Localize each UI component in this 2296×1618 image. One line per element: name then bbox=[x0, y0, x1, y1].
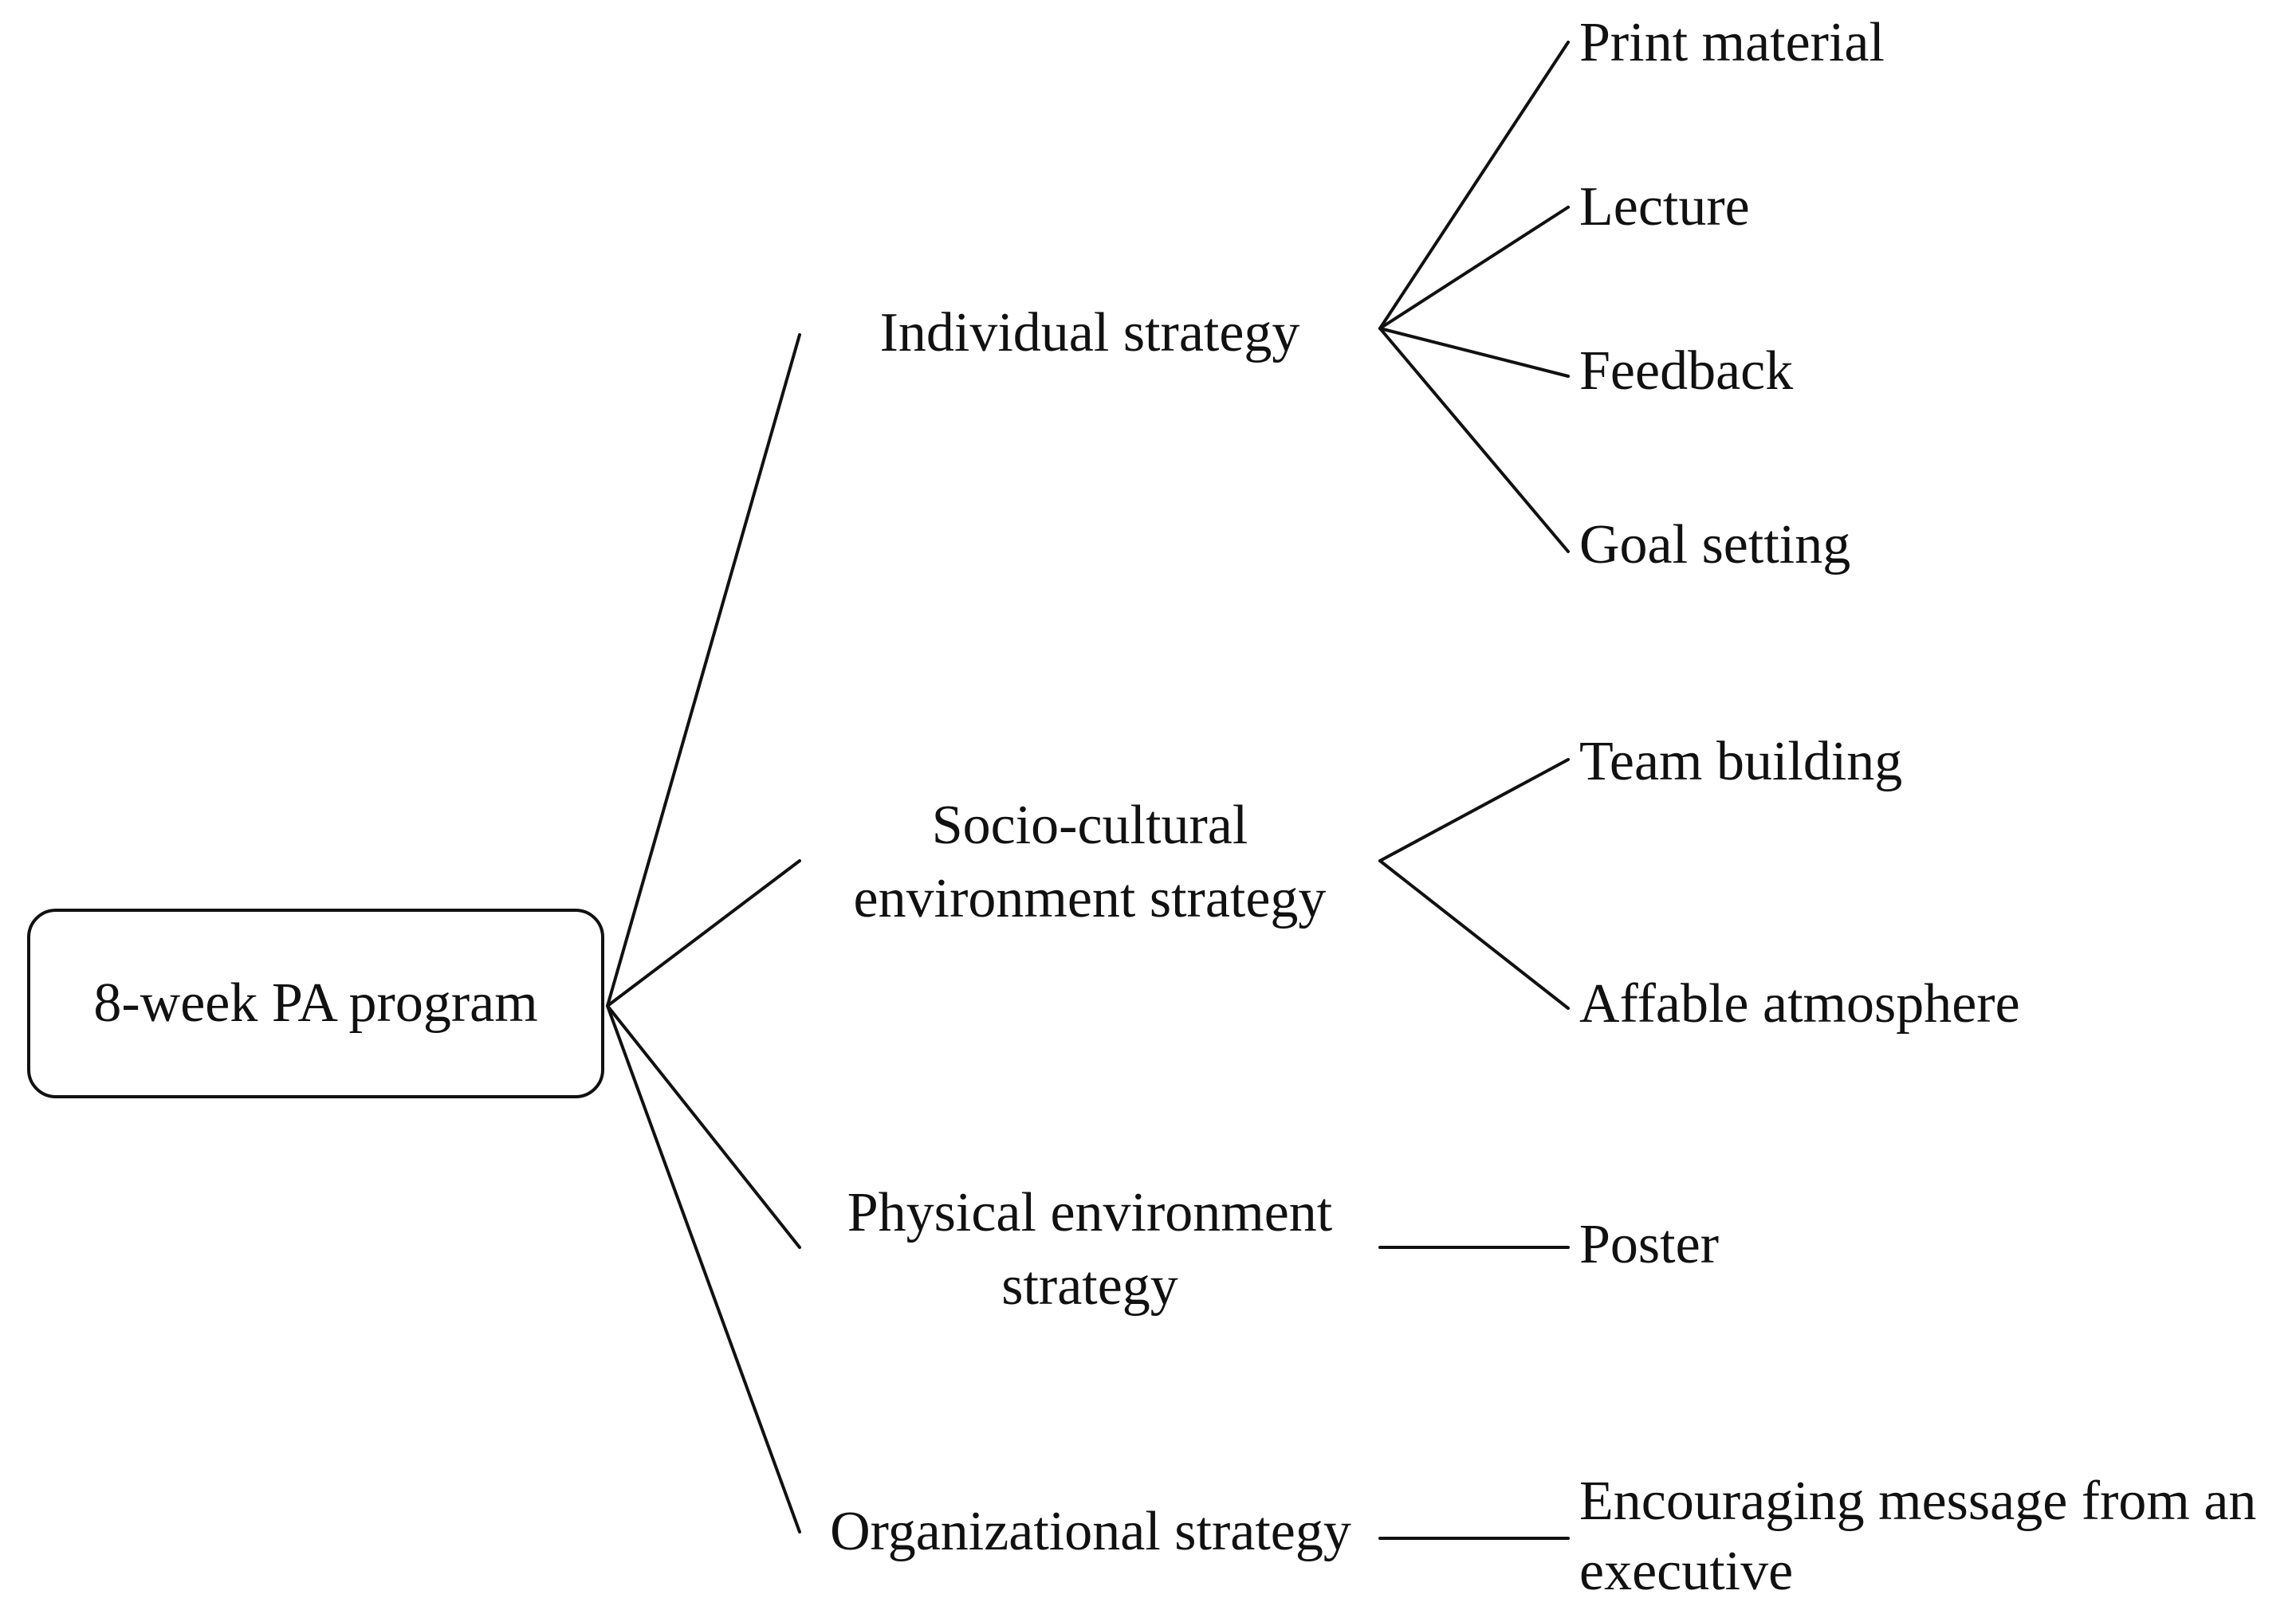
strategy-label-line: environment strategy bbox=[853, 868, 1327, 929]
item-lecture: Lecture bbox=[1579, 172, 1750, 242]
item-team-building: Team building bbox=[1579, 727, 1902, 797]
item-feedback: Feedback bbox=[1579, 336, 1793, 406]
connector-socio-affable bbox=[1378, 859, 1570, 1010]
strategy-label-line: Individual strategy bbox=[879, 302, 1300, 363]
item-label-line: Feedback bbox=[1579, 340, 1794, 402]
strategy-socio-cultural: Socio-cultural environment strategy bbox=[827, 789, 1353, 936]
connector-root-physical bbox=[606, 1004, 801, 1249]
root-node: 8-week PA program bbox=[27, 909, 604, 1098]
strategy-label-line: Organizational strategy bbox=[830, 1501, 1351, 1562]
connector-individual-print bbox=[1378, 41, 1570, 330]
item-print-material: Print material bbox=[1579, 8, 1885, 78]
item-label-line: Poster bbox=[1579, 1214, 1719, 1275]
connector-individual-goal bbox=[1378, 327, 1570, 553]
strategy-physical-environment: Physical environment strategy bbox=[827, 1176, 1353, 1323]
item-label-line: Goal setting bbox=[1579, 514, 1851, 575]
connector-root-organizational bbox=[606, 1004, 801, 1534]
connector-root-socio-cultural bbox=[606, 859, 801, 1007]
item-label-line: Print material bbox=[1579, 12, 1885, 73]
strategy-individual: Individual strategy bbox=[827, 297, 1353, 370]
connector-individual-feedback bbox=[1378, 327, 1570, 378]
item-label-line: Encouraging message from an bbox=[1579, 1471, 2257, 1532]
strategy-label-line: Socio-cultural bbox=[931, 795, 1248, 856]
strategy-organizational: Organizational strategy bbox=[800, 1495, 1382, 1569]
connector-individual-lecture bbox=[1378, 206, 1570, 330]
connector-socio-team bbox=[1378, 758, 1570, 862]
connector-root-individual bbox=[606, 333, 801, 1007]
item-label-line: Lecture bbox=[1579, 176, 1750, 238]
item-affable-atmosphere: Affable atmosphere bbox=[1579, 969, 2020, 1039]
strategy-label-line: strategy bbox=[1001, 1255, 1178, 1317]
strategy-label-line: Physical environment bbox=[847, 1182, 1333, 1243]
item-goal-setting: Goal setting bbox=[1579, 510, 1850, 580]
item-label-line: executive bbox=[1579, 1541, 1794, 1602]
root-label: 8-week PA program bbox=[93, 972, 538, 1034]
item-label-line: Team building bbox=[1579, 731, 1903, 792]
item-poster: Poster bbox=[1579, 1210, 1719, 1280]
item-label-line: Affable atmosphere bbox=[1579, 973, 2020, 1035]
item-encouraging-message: Encouraging message from an executive bbox=[1579, 1467, 2256, 1607]
